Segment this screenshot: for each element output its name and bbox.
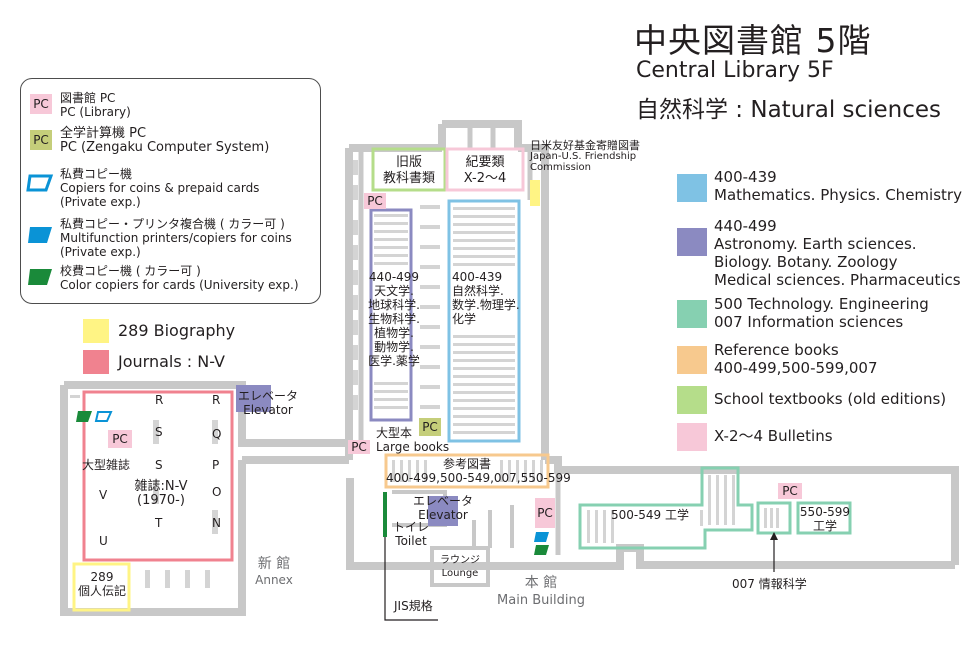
jis-label: JIS規格: [394, 599, 433, 613]
annex-color-copier-icon: [76, 411, 92, 422]
legend-swatch-bulletins: [677, 423, 707, 451]
library-pc-icon: PC: [30, 94, 52, 114]
shelf-letter: T: [155, 516, 163, 530]
middle-shelves: [420, 205, 440, 409]
legend-label-bulletins: X-2～4 Bulletins: [714, 427, 833, 445]
legend-label-textbooks: School textbooks (old editions): [714, 390, 947, 408]
annex-wall: [60, 385, 246, 616]
shelf-letter: R: [155, 393, 164, 407]
old-textbooks-label: 旧版教科書類: [382, 155, 435, 186]
legend-swatch-reference: [677, 346, 707, 374]
eng-500-zone: [578, 466, 754, 550]
shelf-letter: S: [155, 458, 163, 472]
sec-440-zone: [369, 208, 413, 422]
pc-icon-annex: PC: [108, 430, 132, 448]
icon-legend: [20, 78, 321, 304]
biography-swatch: [83, 319, 109, 343]
shelf-letter: R: [212, 393, 221, 407]
page-subtitle: 自然科学 : Natural sciences: [636, 97, 942, 123]
main-elevator: [428, 496, 458, 526]
shelf-letter: Q: [212, 427, 222, 441]
page-title-jp: 中央図書館 5階: [634, 21, 872, 60]
shelf-letter: P: [212, 458, 220, 472]
color-copier-label: 校費コピー機 ( カラー可 )Color copiers for cards (…: [60, 264, 299, 292]
legend-swatch-textbooks: [677, 386, 707, 414]
annex-shelves: [70, 395, 218, 588]
multifunction-label: 私費コピー・プリンタ複合機 ( カラー可 )Multifunction prin…: [60, 217, 292, 259]
color-copier-icon: [28, 269, 52, 285]
reference-zone: [384, 453, 550, 489]
shelf-letter: S: [155, 425, 163, 439]
annex-private-copier-icon: [94, 411, 113, 422]
private-copier-icon: [26, 174, 54, 192]
pc-icon-main-west: PC: [348, 440, 370, 454]
journals-zone: [82, 390, 234, 562]
zengaku-pc-icon: PC: [30, 130, 52, 150]
bulletins-zone: [445, 147, 525, 192]
eng-550-zone: [796, 501, 852, 535]
zengaku-pc-icon-map: PC: [419, 418, 441, 436]
journals-label: 雑誌:N-V(1970-): [134, 479, 188, 508]
journals-legend-label: Journals : N-V: [118, 352, 225, 371]
annex-elevator: [236, 385, 271, 412]
journals-swatch: [83, 350, 109, 374]
shelf-letter: V: [99, 488, 108, 502]
eng-500-label: 500-549 工学: [611, 508, 689, 522]
shelf-letter: U: [99, 534, 108, 548]
sec-400-shelves: [453, 207, 515, 434]
shelf-letter: N: [212, 516, 221, 530]
multifunction-printer-icon: [28, 227, 52, 243]
info-007-label: 007 情報科学: [732, 577, 807, 591]
large-journals-label: 大型雑誌: [82, 458, 131, 472]
old-textbooks-zone: [371, 147, 447, 192]
page-title-en: Central Library 5F: [636, 58, 834, 83]
pc-icon-main-east: PC: [778, 483, 802, 499]
sec-400-zone: [447, 199, 521, 443]
shelf-letter: O: [212, 485, 222, 499]
legend-swatch-400: [677, 174, 707, 202]
pc-icon-main-nw: PC: [364, 193, 386, 209]
biography-legend-label: 289 Biography: [118, 321, 236, 340]
toilet-copier: [383, 492, 387, 537]
main-color-copier-icon: [534, 545, 549, 555]
jis-pointer: [384, 505, 438, 621]
legend-swatch-440: [677, 228, 707, 256]
info-007-zone: [756, 501, 792, 535]
biography-zone: [72, 562, 131, 612]
main-multifunction-icon: [534, 532, 549, 542]
japan-us-zone: [530, 180, 540, 206]
pc-icon-main-south: PC: [535, 498, 555, 528]
sec-440-shelves: [374, 214, 408, 409]
legend-swatch-500: [677, 300, 707, 328]
